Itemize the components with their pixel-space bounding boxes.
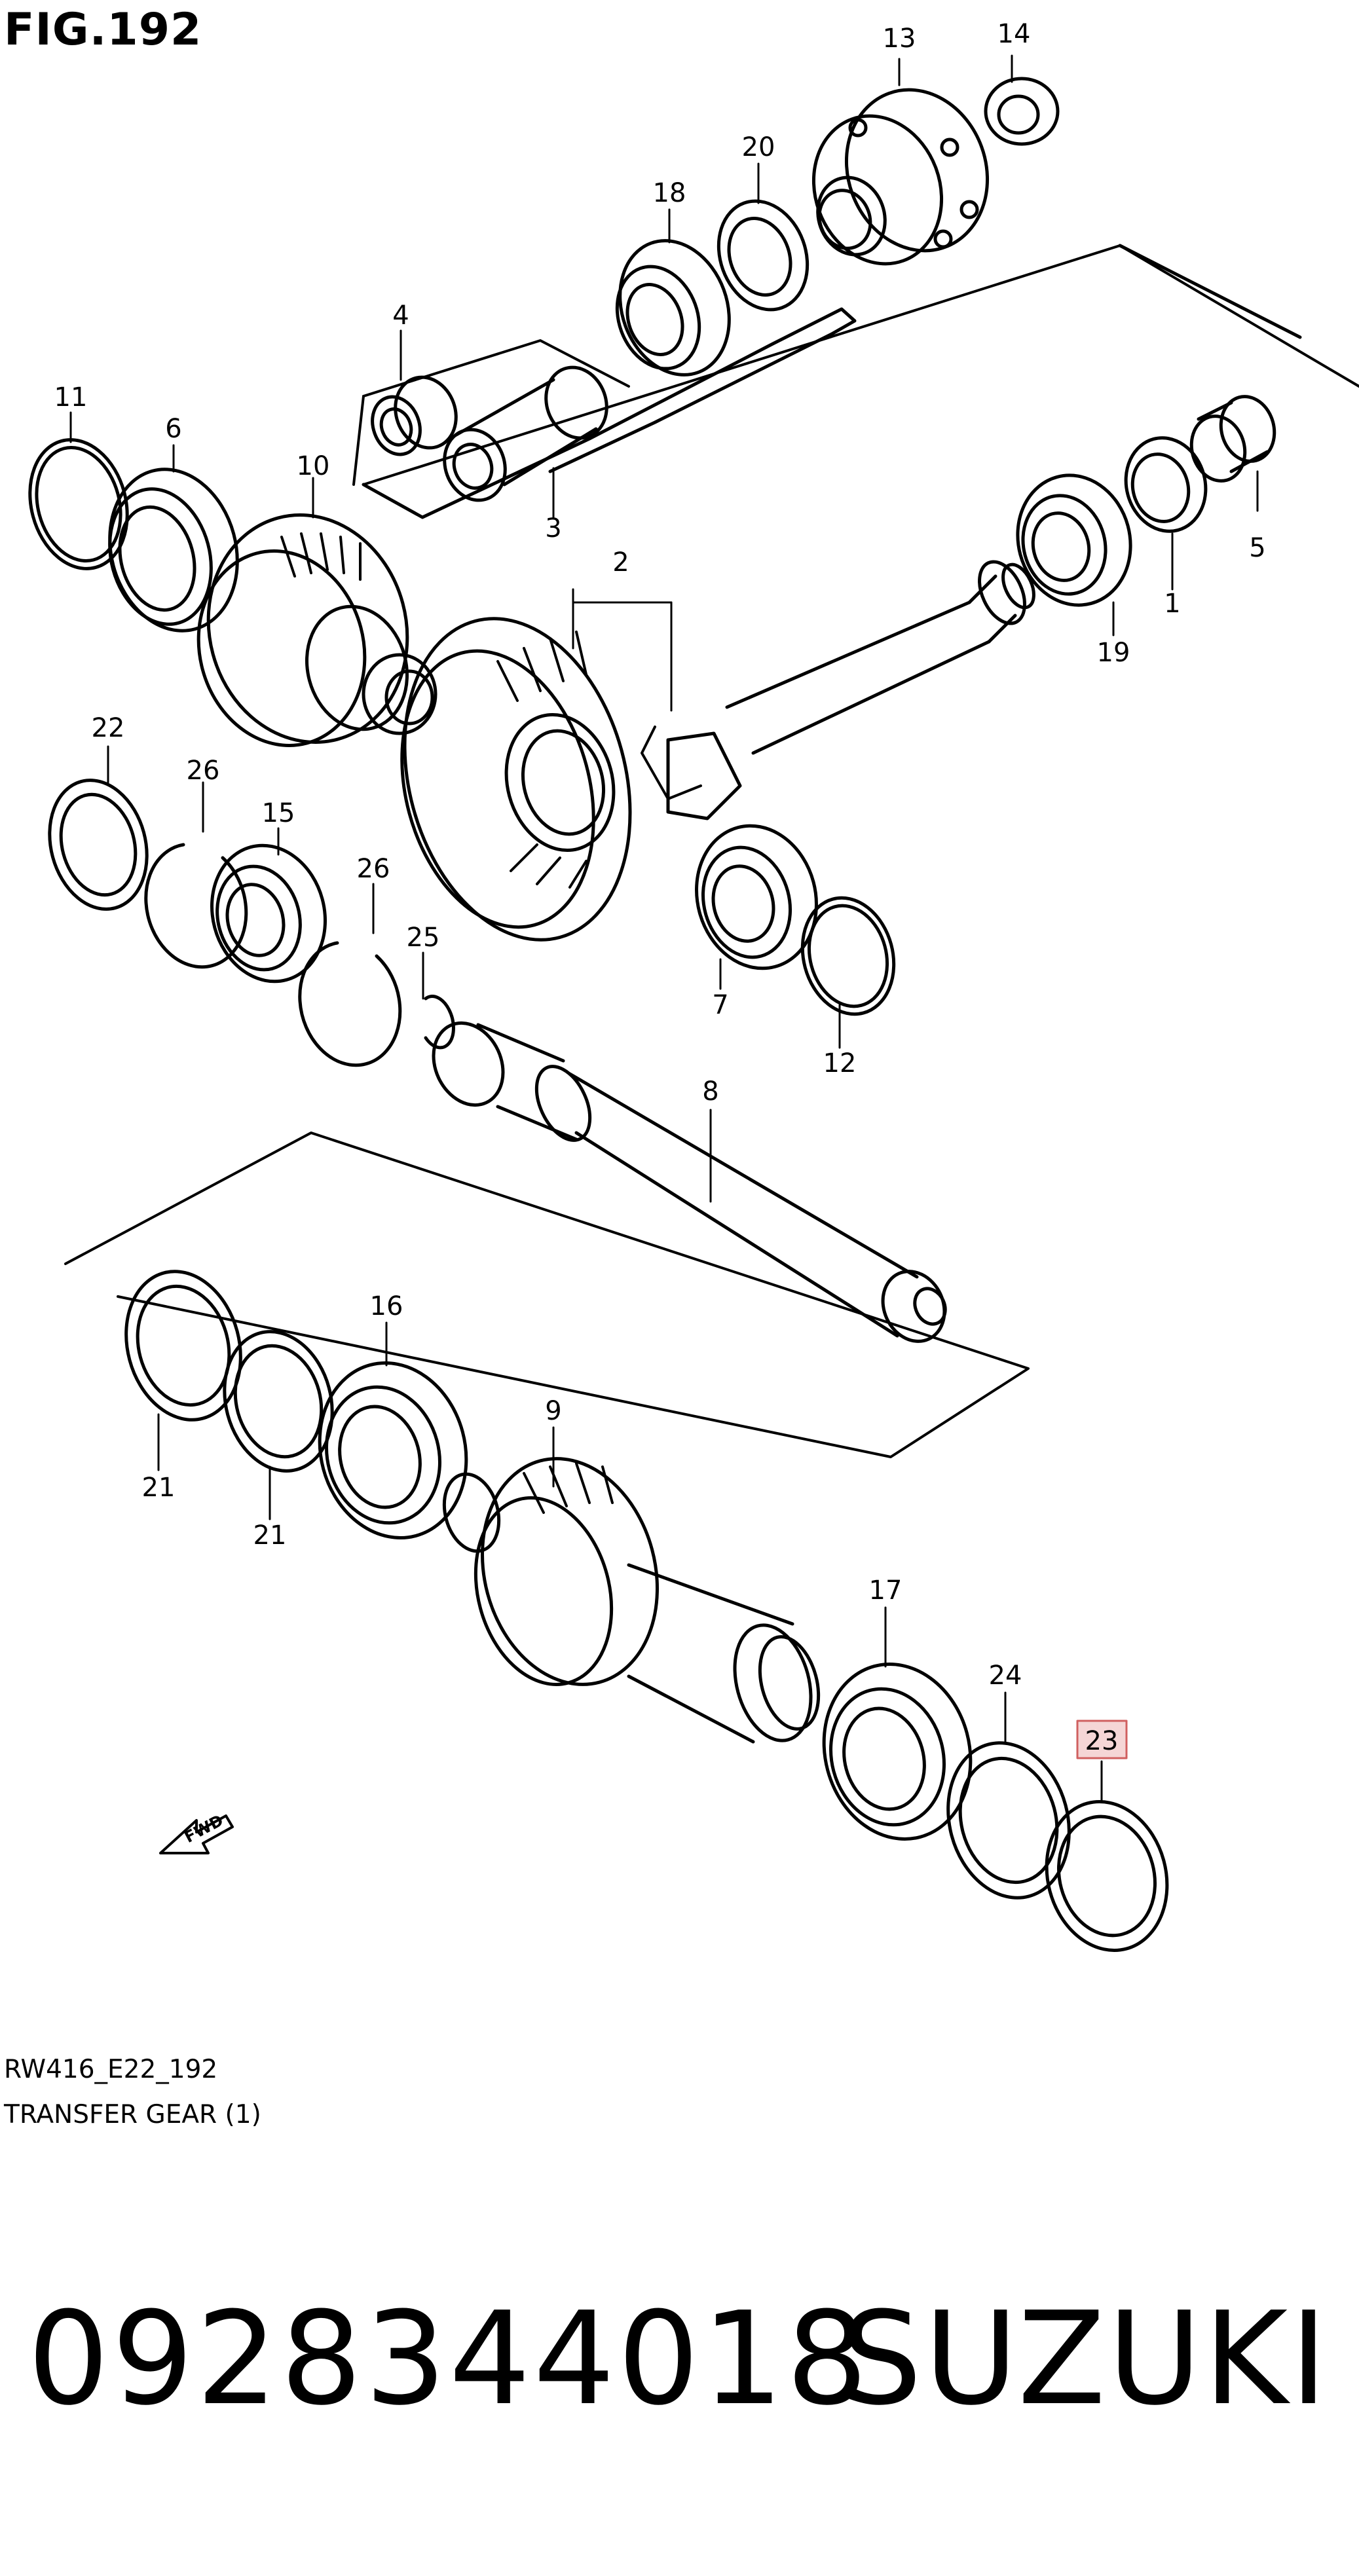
callout-15: 15 <box>262 798 295 828</box>
part-26-circlip-b <box>298 941 402 1067</box>
callout-12: 12 <box>823 1048 857 1078</box>
callout-26-a: 26 <box>187 756 220 786</box>
callout-6: 6 <box>165 414 181 444</box>
part-18-bearing <box>615 239 731 377</box>
callout-21-a: 21 <box>142 1473 176 1503</box>
part-1-oil-seal <box>1124 436 1208 533</box>
callout-5: 5 <box>1249 533 1265 563</box>
fwd-direction-arrow-icon: FWD <box>159 1811 234 1854</box>
callout-20: 20 <box>742 132 775 162</box>
callout-16: 16 <box>370 1291 403 1321</box>
callout-11: 11 <box>54 382 88 413</box>
part-25-ring <box>424 995 455 1050</box>
part-14-nut <box>984 77 1060 146</box>
callout-17: 17 <box>869 1575 903 1606</box>
part-19-bearing <box>1016 473 1132 607</box>
callout-23: 23 <box>1085 1726 1119 1756</box>
part-22-oil-seal <box>48 779 149 911</box>
callout-3: 3 <box>545 513 561 543</box>
part-15-bearing <box>210 843 327 984</box>
part-10-helical-gear <box>196 513 437 747</box>
group-outline-middle <box>64 1132 1030 1458</box>
callout-1: 1 <box>1164 589 1180 619</box>
part-9-driven-gear <box>442 1457 821 1744</box>
part-7-bearing <box>695 824 818 970</box>
callout-7: 7 <box>712 990 728 1020</box>
figure-code: RW416_E22_192 <box>4 2055 218 2084</box>
callout-4: 4 <box>392 301 409 331</box>
part-16-bearing <box>318 1361 468 1539</box>
part-5-sleeve <box>1189 395 1276 483</box>
part-6-bearing <box>108 468 239 633</box>
part-number: 0928344018 <box>28 2285 871 2434</box>
callout-18: 18 <box>653 178 686 208</box>
callout-19: 19 <box>1097 638 1130 668</box>
callout-24: 24 <box>989 1661 1022 1691</box>
leader-lines <box>69 54 1259 1802</box>
part-13-flange <box>811 88 990 266</box>
part-3-sleeve <box>443 365 608 502</box>
part-20-oil-seal <box>717 199 810 312</box>
callout-8: 8 <box>702 1076 718 1107</box>
part-21-oil-seal-a <box>124 1270 242 1422</box>
part-24-oil-seal <box>946 1741 1071 1900</box>
part-2-pinion-shaft <box>641 560 1035 820</box>
part-26-circlip-a <box>144 843 248 969</box>
part-2-ring-gear <box>400 617 632 942</box>
callout-14: 14 <box>997 19 1031 49</box>
callout-23-highlight[interactable]: 23 <box>1076 1720 1128 1759</box>
part-8-output-shaft <box>432 1021 947 1343</box>
callout-10: 10 <box>297 451 330 481</box>
part-23-oil-seal <box>1045 1800 1169 1952</box>
callout-9: 9 <box>545 1396 561 1426</box>
part-21-oil-seal-b <box>223 1330 334 1473</box>
callout-25: 25 <box>407 923 440 953</box>
part-17-bearing <box>822 1663 973 1841</box>
callout-labels: 13 14 20 18 4 3 11 6 10 2 5 1 19 22 26 1… <box>54 19 1266 1691</box>
callout-26-b: 26 <box>357 854 390 884</box>
callout-2: 2 <box>612 547 629 578</box>
callout-13: 13 <box>883 24 916 54</box>
brand-name: SUZUKI <box>840 2285 1330 2434</box>
figure-title: FIG.192 <box>4 4 202 56</box>
part-12-ring <box>800 896 896 1016</box>
figure-name: TRANSFER GEAR (1) <box>4 2100 261 2129</box>
callout-22: 22 <box>92 713 125 743</box>
group-outline-top <box>362 244 1359 519</box>
part-4-bushing <box>371 375 458 456</box>
callout-21-b: 21 <box>253 1520 287 1551</box>
